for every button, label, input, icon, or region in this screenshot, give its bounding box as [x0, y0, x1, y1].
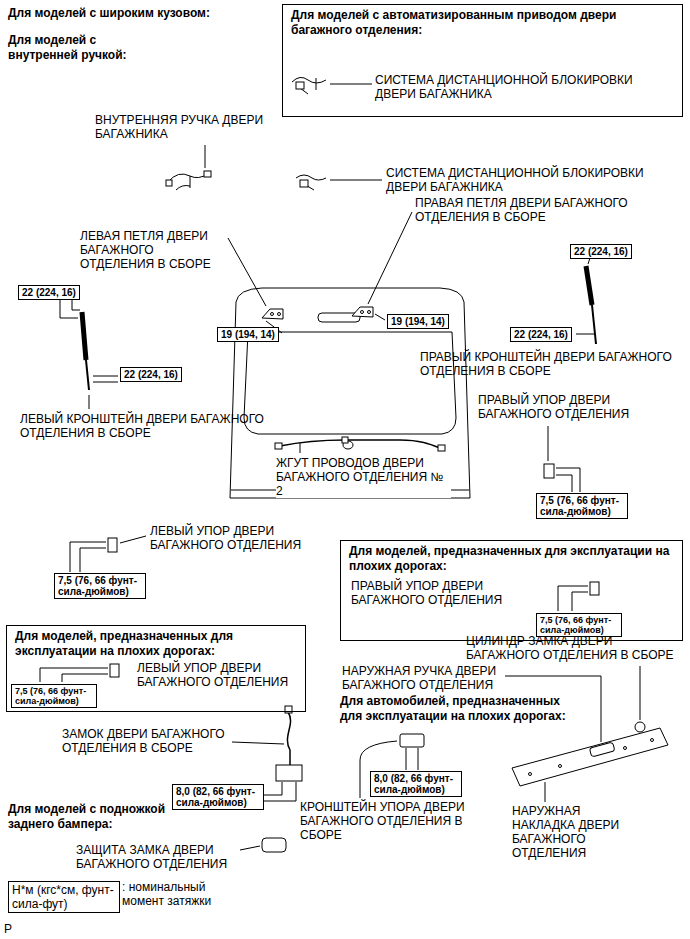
torque-value: 7,5 (76, 66 фунт-сила-дюймов): [54, 573, 146, 599]
part-label: ВНУТРЕННЯЯ РУЧКА ДВЕРИ БАГАЖНИКА: [95, 113, 270, 141]
torque-text: 22 (224, 16): [22, 287, 76, 298]
part-label: КРОНШТЕЙН УПОРА ДВЕРИ БАГАЖНОГО ОТДЕЛЕНИ…: [300, 800, 475, 842]
torque-value: 8,0 (82, 66 фунт-сила-дюймов): [172, 784, 264, 810]
part-label: ЦИЛИНДР ЗАМКА ДВЕРИ БАГАЖНОГО ОТДЕЛЕНИЯ …: [466, 634, 686, 662]
part-label: ЛЕВЫЙ УПОР ДВЕРИ БАГАЖНОГО ОТДЕЛЕНИЯ: [150, 524, 335, 552]
legend-text: Н*м (кгс*см, фунт-сила-фут): [12, 883, 116, 911]
option-frame: Для моделей, предназначенных для эксплуа…: [6, 625, 306, 712]
note-heading: Для моделей, предназначенных для эксплуа…: [349, 544, 679, 574]
legend-text: : номинальный момент затяжки: [122, 880, 242, 908]
torque-value: 7,5 (76, 66 фунт-сила-дюймов): [536, 613, 622, 637]
part-label: СИСТЕМА ДИСТАНЦИОННОЙ БЛОКИРОВКИ ДВЕРИ Б…: [386, 166, 676, 194]
note-heading: Для моделей с автоматизированным приводо…: [291, 8, 676, 38]
part-label: ПРАВЫЙ УПОР ДВЕРИ БАГАЖНОГО ОТДЕЛЕНИЯ: [351, 579, 531, 607]
torque-text: 22 (224, 16): [514, 329, 568, 340]
torque-value: 7,5 (76, 66 фунт-сила-дюймов): [536, 493, 628, 519]
part-label: СИСТЕМА ДИСТАНЦИОННОЙ БЛОКИРОВКИ ДВЕРИ Б…: [375, 73, 675, 101]
note-heading: Для моделей с внутренней ручкой:: [8, 33, 138, 63]
torque-text: 8,0 (82, 66 фунт-сила-дюймов): [374, 773, 458, 795]
part-label: ЗАЩИТА ЗАМКА ДВЕРИ БАГАЖНОГО ОТДЕЛЕНИЯ: [76, 843, 241, 871]
part-label: ПРАВЫЙ УПОР ДВЕРИ БАГАЖНОГО ОТДЕЛЕНИЯ: [478, 393, 678, 421]
part-label: ЛЕВЫЙ КРОНШТЕЙН ДВЕРИ БАГАЖНОГО ОТДЕЛЕНИ…: [20, 412, 280, 440]
torque-text: 7,5 (76, 66 фунт-сила-дюймов): [540, 615, 618, 635]
part-label: ЗАМОК ДВЕРИ БАГАЖНОГО ОТДЕЛЕНИЯ В СБОРЕ: [62, 727, 230, 755]
torque-text: 7,5 (76, 66 фунт-сила-дюймов): [540, 495, 624, 517]
torque-text: 7,5 (76, 66 фунт-сила-дюймов): [58, 575, 142, 597]
torque-value: 19 (194, 14): [387, 314, 449, 329]
option-frame: Для моделей, предназначенных для эксплуа…: [340, 540, 683, 641]
torque-text: 22 (224, 16): [574, 246, 628, 257]
option-frame: Для моделей с автоматизированным приводо…: [282, 4, 683, 117]
part-label: ПРАВЫЙ КРОНШТЕЙН ДВЕРИ БАГАЖНОГО ОТДЕЛЕН…: [420, 350, 685, 378]
torque-legend-box: Н*м (кгс*см, фунт-сила-фут): [8, 881, 120, 913]
torque-value: 19 (194, 14): [217, 327, 279, 342]
note-heading: Для моделей с подножкой заднего бампера:: [8, 802, 168, 832]
torque-value: 22 (224, 16): [510, 327, 572, 342]
torque-value: 22 (224, 16): [120, 367, 182, 382]
part-label: НАРУЖНАЯ НАКЛАДКА ДВЕРИ БАГАЖНОГО ОТДЕЛЕ…: [512, 804, 622, 860]
torque-value: 22 (224, 16): [18, 285, 80, 300]
torque-text: 22 (224, 16): [124, 369, 178, 380]
torque-text: 19 (194, 14): [221, 329, 275, 340]
torque-text: 7,5 (76, 66 фунт-сила-дюймов): [15, 686, 93, 706]
part-label: ЛЕВЫЙ УПОР ДВЕРИ БАГАЖНОГО ОТДЕЛЕНИЯ: [137, 661, 302, 689]
torque-text: 8,0 (82, 66 фунт-сила-дюймов): [176, 786, 260, 808]
part-label: ЖГУТ ПРОВОДОВ ДВЕРИ БАГАЖНОГО ОТДЕЛЕНИЯ …: [276, 456, 451, 498]
part-label: ПРАВАЯ ПЕТЛЯ ДВЕРИ БАГАЖНОГО ОТДЕЛЕНИЯ В…: [415, 196, 685, 224]
torque-value: 7,5 (76, 66 фунт-сила-дюймов): [11, 684, 97, 708]
note-heading: Для моделей, предназначенных для эксплуа…: [15, 629, 305, 659]
figure-code: P: [4, 922, 24, 936]
torque-value: 22 (224, 16): [570, 244, 632, 259]
torque-value: 8,0 (82, 66 фунт-сила-дюймов): [370, 771, 462, 797]
part-label: ЛЕВАЯ ПЕТЛЯ ДВЕРИ БАГАЖНОГО ОТДЕЛЕНИЯ В …: [80, 229, 225, 271]
torque-text: 19 (194, 14): [391, 316, 445, 327]
note-heading: Для автомобилей, предназначенных для экс…: [340, 694, 585, 724]
note-heading: Для моделей с широким кузовом:: [8, 6, 288, 21]
part-label: НАРУЖНАЯ РУЧКА ДВЕРИ БАГАЖНОГО ОТДЕЛЕНИЯ: [342, 664, 522, 692]
